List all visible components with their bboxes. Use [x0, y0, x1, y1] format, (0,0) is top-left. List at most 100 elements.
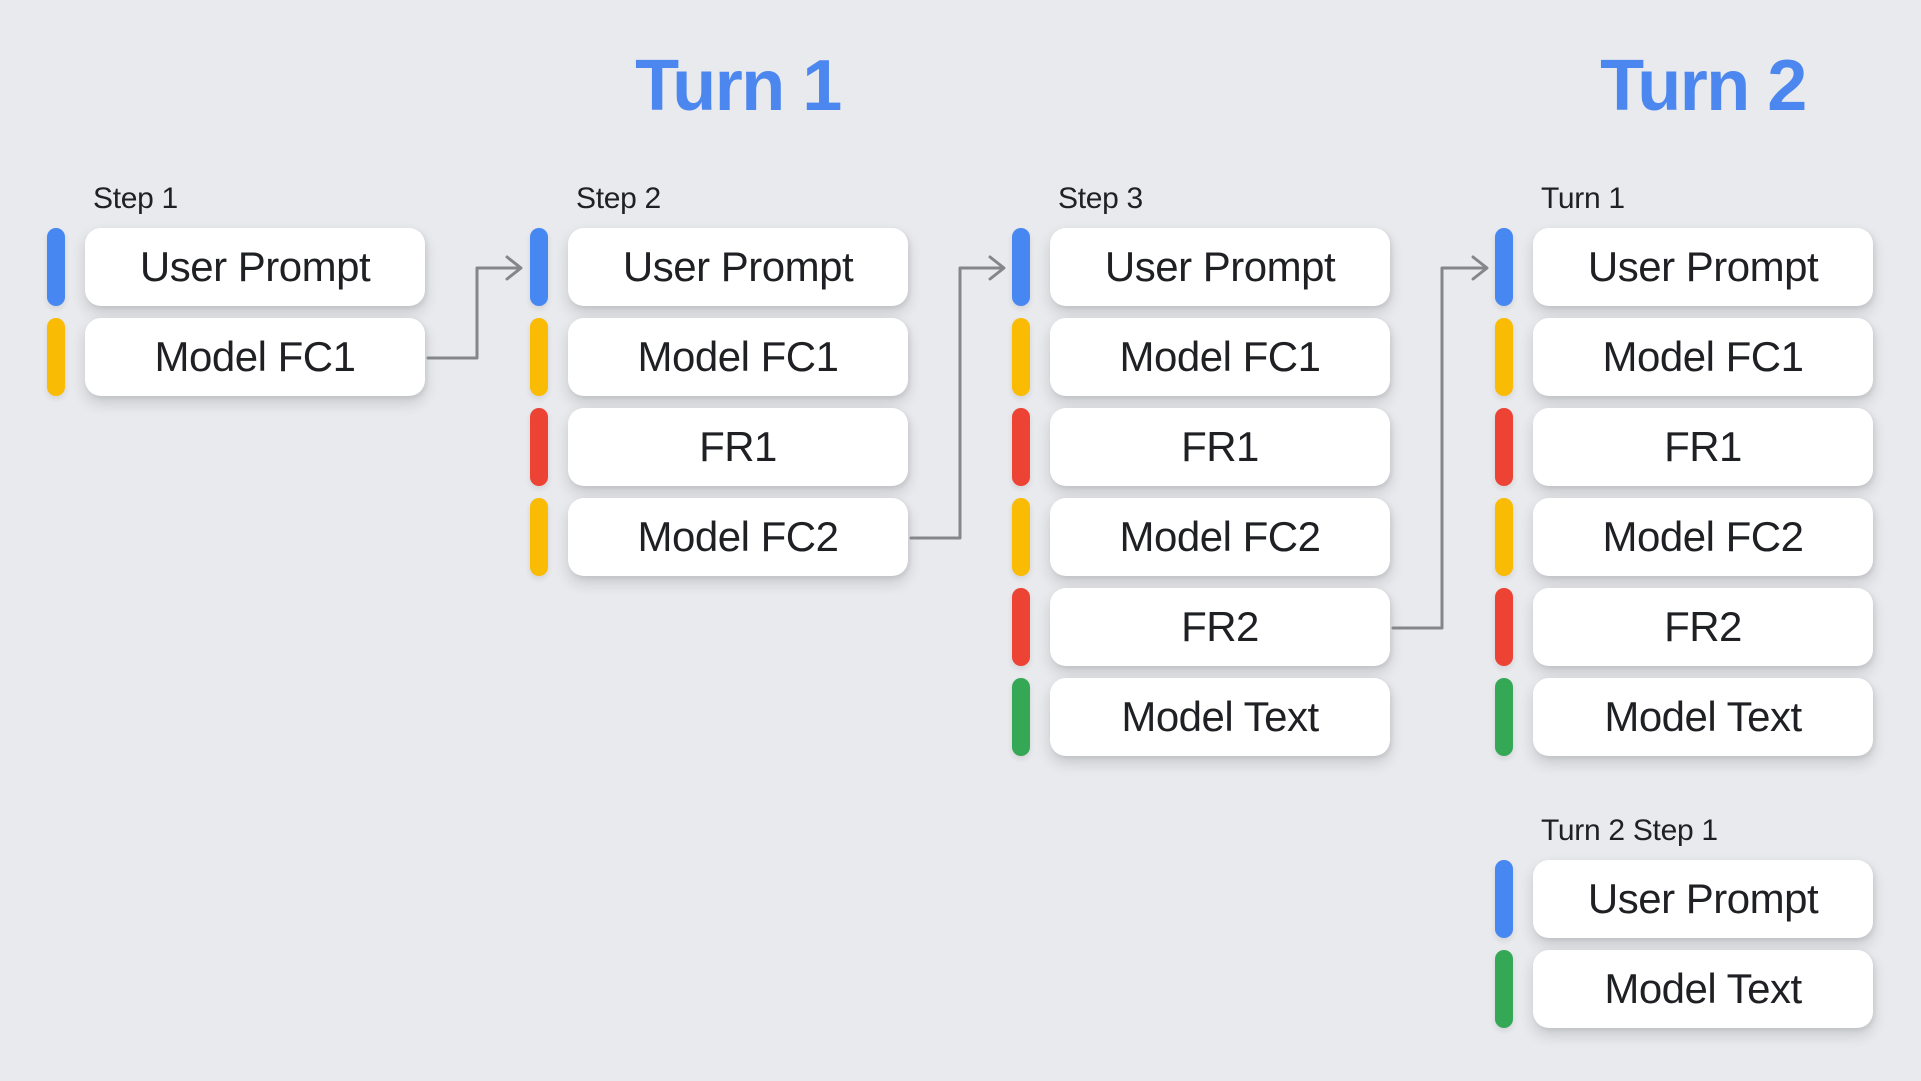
message-label: Model FC1 — [1119, 333, 1321, 380]
group-label: Turn 2 Step 1 — [1541, 814, 1718, 847]
message-label: User Prompt — [139, 243, 371, 290]
group-turn-2-step-1: Turn 2 Step 1 User Prompt Model Text — [1495, 816, 1873, 1028]
message-label: Model FC2 — [1119, 513, 1321, 560]
role-color-bar — [1012, 498, 1030, 576]
message-label: Model FC1 — [1602, 333, 1804, 380]
message-card: User Prompt — [568, 228, 908, 306]
message-row: User Prompt — [1012, 228, 1390, 306]
message-label: FR1 — [1664, 423, 1742, 470]
message-card: FR1 — [568, 408, 908, 486]
role-color-bar — [1012, 408, 1030, 486]
role-color-bar — [1495, 408, 1513, 486]
message-label: Model FC2 — [637, 513, 839, 560]
message-label: User Prompt — [622, 243, 854, 290]
message-row: User Prompt — [1495, 228, 1873, 306]
message-card: Model FC2 — [568, 498, 908, 576]
role-color-bar — [530, 498, 548, 576]
message-card: Model FC2 — [1533, 498, 1873, 576]
message-row: FR1 — [530, 408, 908, 486]
turn-2-title: Turn 2 — [1600, 46, 1807, 126]
role-color-bar — [1495, 678, 1513, 756]
message-label: User Prompt — [1587, 875, 1819, 922]
message-rows: User Prompt Model Text — [1495, 860, 1873, 1028]
group-step-2: Step 2 User Prompt Model FC1 FR1 — [530, 184, 908, 576]
message-card: FR2 — [1050, 588, 1390, 666]
message-card: FR1 — [1533, 408, 1873, 486]
message-card: User Prompt — [1050, 228, 1390, 306]
role-color-bar — [47, 228, 65, 306]
message-row: Model FC1 — [47, 318, 425, 396]
arrow-step3-to-turn1 — [1391, 255, 1489, 630]
role-color-bar — [1012, 318, 1030, 396]
message-row: Model FC1 — [1012, 318, 1390, 396]
message-card: FR2 — [1533, 588, 1873, 666]
message-card: Model FC1 — [1533, 318, 1873, 396]
message-card: Model Text — [1533, 678, 1873, 756]
message-label: Model Text — [1121, 693, 1319, 740]
group-label: Turn 1 — [1541, 182, 1625, 215]
message-card: User Prompt — [1533, 228, 1873, 306]
arrow-step2-to-step3 — [909, 255, 1006, 540]
message-card: FR1 — [1050, 408, 1390, 486]
message-row: Model FC2 — [530, 498, 908, 576]
message-row: Model FC2 — [1495, 498, 1873, 576]
message-rows: User Prompt Model FC1 FR1 Model FC2 — [1495, 228, 1873, 756]
message-row: User Prompt — [1495, 860, 1873, 938]
role-color-bar — [530, 318, 548, 396]
message-rows: User Prompt Model FC1 — [47, 228, 425, 396]
message-label: Model Text — [1604, 965, 1802, 1012]
message-label: Model FC1 — [154, 333, 356, 380]
role-color-bar — [47, 318, 65, 396]
message-card: User Prompt — [85, 228, 425, 306]
role-color-bar — [530, 408, 548, 486]
group-label: Step 3 — [1058, 182, 1143, 215]
message-rows: User Prompt Model FC1 FR1 Model FC2 — [530, 228, 908, 576]
role-color-bar — [1495, 588, 1513, 666]
message-row: Model FC1 — [530, 318, 908, 396]
message-row: FR1 — [1495, 408, 1873, 486]
group-step-1: Step 1 User Prompt Model FC1 — [47, 184, 425, 396]
message-label: Model FC1 — [637, 333, 839, 380]
role-color-bar — [1495, 498, 1513, 576]
message-rows: User Prompt Model FC1 FR1 Model FC2 — [1012, 228, 1390, 756]
message-card: User Prompt — [1533, 860, 1873, 938]
group-label: Step 1 — [93, 182, 178, 215]
message-card: Model Text — [1050, 678, 1390, 756]
message-row: User Prompt — [530, 228, 908, 306]
message-card: Model FC2 — [1050, 498, 1390, 576]
message-label: User Prompt — [1587, 243, 1819, 290]
message-card: Model FC1 — [568, 318, 908, 396]
message-card: Model Text — [1533, 950, 1873, 1028]
message-card: Model FC1 — [85, 318, 425, 396]
message-label: FR1 — [1181, 423, 1259, 470]
message-row: Model FC2 — [1012, 498, 1390, 576]
group-step-3: Step 3 User Prompt Model FC1 FR1 — [1012, 184, 1390, 756]
role-color-bar — [1012, 678, 1030, 756]
message-label: Model Text — [1604, 693, 1802, 740]
group-turn-1-history: Turn 1 User Prompt Model FC1 FR1 — [1495, 184, 1873, 756]
message-row: FR2 — [1012, 588, 1390, 666]
arrow-step1-to-step2 — [426, 255, 523, 360]
message-card: Model FC1 — [1050, 318, 1390, 396]
role-color-bar — [530, 228, 548, 306]
role-color-bar — [1012, 228, 1030, 306]
role-color-bar — [1495, 228, 1513, 306]
message-row: FR2 — [1495, 588, 1873, 666]
message-label: User Prompt — [1104, 243, 1336, 290]
message-row: Model Text — [1495, 678, 1873, 756]
message-row: FR1 — [1012, 408, 1390, 486]
role-color-bar — [1495, 860, 1513, 938]
message-label: Model FC2 — [1602, 513, 1804, 560]
role-color-bar — [1495, 950, 1513, 1028]
message-label: FR2 — [1181, 603, 1259, 650]
message-label: FR1 — [699, 423, 777, 470]
message-label: FR2 — [1664, 603, 1742, 650]
message-row: Model Text — [1012, 678, 1390, 756]
role-color-bar — [1495, 318, 1513, 396]
turn-1-title: Turn 1 — [635, 46, 842, 126]
role-color-bar — [1012, 588, 1030, 666]
message-row: Model FC1 — [1495, 318, 1873, 396]
group-label: Step 2 — [576, 182, 661, 215]
message-row: User Prompt — [47, 228, 425, 306]
